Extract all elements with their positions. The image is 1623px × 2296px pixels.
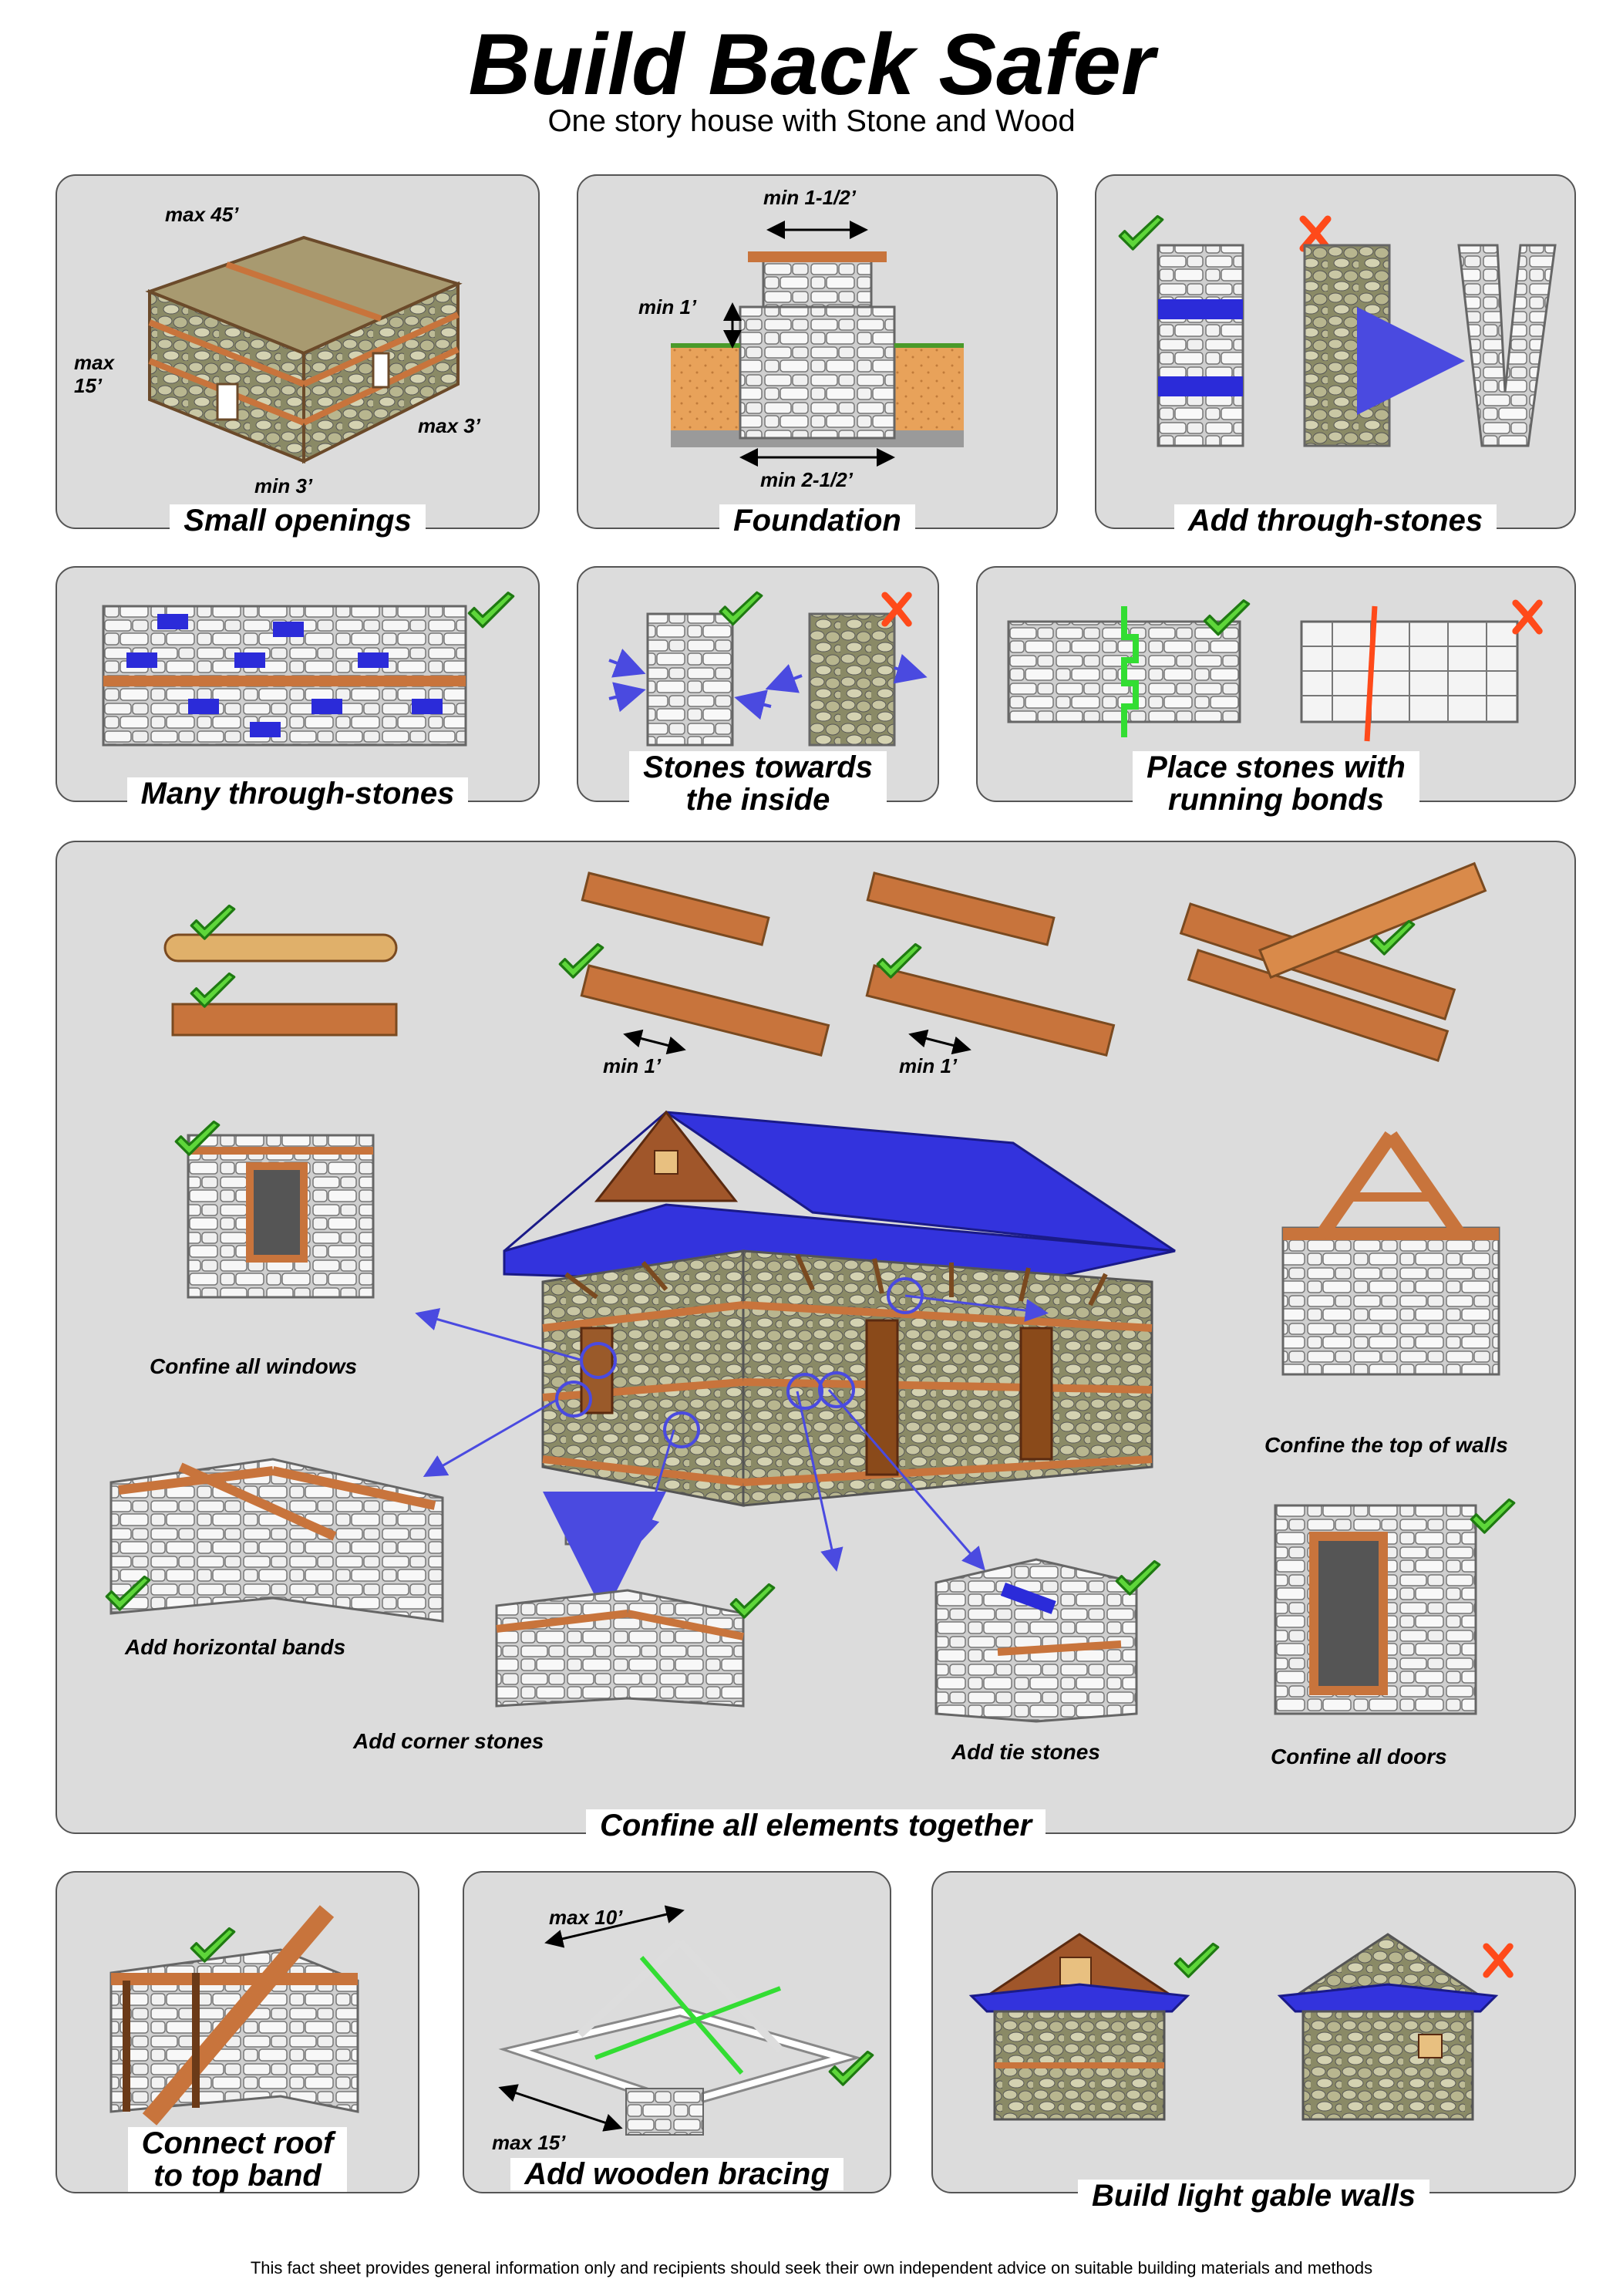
dim-joint-2: min 1’: [899, 1054, 958, 1077]
connect-roof-illustration: [109, 1905, 359, 2126]
check-icon: [1470, 1498, 1516, 1534]
many-through-stones-illustration: [102, 592, 515, 747]
caption-bands: Add horizontal bands: [125, 1635, 346, 1659]
panel-gable-walls: Build light gable walls: [931, 1871, 1576, 2212]
horizontal-bands-detail: [105, 1458, 444, 1623]
window-detail: [174, 1120, 375, 1299]
dim-depth: min 1’: [638, 295, 697, 319]
panel-through-stones: Add through-stones: [1095, 174, 1576, 537]
cross-icon: [885, 595, 909, 623]
panel-running-bonds: Place stones with running bonds: [976, 566, 1576, 816]
dim-length: max 45’: [165, 203, 239, 226]
foundation-illustration: [671, 221, 964, 467]
cross-icon: [1516, 603, 1540, 631]
page-subtitle: One story house with Stone and Wood: [547, 104, 1076, 138]
stones-inside-illustration: [608, 591, 928, 747]
timber-details-illustration: [163, 861, 1487, 1062]
check-icon: [1173, 1942, 1220, 1978]
label-small-openings: Small openings: [57, 504, 538, 537]
panel-wooden-bracing: max 10’ max 15’ Add wooden bracing: [463, 1871, 891, 2193]
label-running-bonds: Place stones with running bonds: [978, 751, 1574, 816]
label-wooden-bracing: Add wooden bracing: [464, 2158, 890, 2190]
panel-foundation: min 1-1/2’ min 1’ min 2-1/2’ Foundation: [577, 174, 1058, 537]
label-connect-roof: Connect roof to top band: [57, 2127, 418, 2192]
dim-top-width: min 1-1/2’: [763, 186, 856, 209]
caption-doors: Confine all doors: [1271, 1745, 1447, 1768]
check-icon: [467, 592, 515, 629]
label-gable-walls: Build light gable walls: [933, 2180, 1574, 2212]
label-foundation: Foundation: [578, 504, 1056, 537]
caption-corner: Add corner stones: [353, 1729, 544, 1753]
corner-stones-detail: [495, 1492, 776, 1708]
door-detail: [1274, 1498, 1516, 1715]
house-illustration: [503, 1110, 1176, 1507]
dim-joint-1: min 1’: [603, 1054, 662, 1077]
cross-icon: [1303, 219, 1328, 248]
dim-height: max 15’: [74, 351, 115, 397]
gable-walls-illustration: [968, 1933, 1542, 2121]
dim-bracing-bottom: max 15’: [492, 2131, 566, 2154]
panel-stones-inside: Stones towards the inside: [577, 566, 939, 816]
label-many-through-stones: Many through-stones: [57, 777, 538, 810]
check-icon: [1118, 214, 1164, 251]
label-add-through-stones: Add through-stones: [1096, 504, 1574, 537]
cross-icon: [1487, 1947, 1510, 1974]
dim-base-width: min 2-1/2’: [760, 468, 853, 491]
dim-bracing-top: max 10’: [549, 1906, 623, 1929]
bracing-illustration: [498, 1905, 874, 2136]
panel-confine-all: min 1’ min 1’: [56, 841, 1576, 1842]
footnote: This fact sheet provides general informa…: [250, 2258, 1373, 2277]
running-bonds-illustration: [1007, 599, 1548, 742]
caption-tie: Add tie stones: [951, 1740, 1100, 1764]
through-stones-illustration: [1118, 214, 1557, 447]
wall-top-detail: [1281, 1131, 1500, 1376]
tie-stones-detail: [934, 1558, 1161, 1723]
caption-top-walls: Confine the top of walls: [1264, 1433, 1508, 1457]
panel-small-openings: max 45’ max 15’ max 3’ min 3’ Small open…: [56, 174, 540, 537]
house-frame-illustration: [145, 235, 463, 464]
page-title: Build Back Safer: [468, 16, 1155, 113]
dim-window: max 3’: [418, 414, 480, 437]
dim-gap: min 3’: [254, 474, 313, 497]
callout-arrows: [415, 1294, 1049, 1572]
caption-windows: Confine all windows: [150, 1354, 358, 1378]
panel-connect-roof: Connect roof to top band: [56, 1871, 419, 2193]
panel-many-through-stones: Many through-stones: [56, 566, 540, 810]
